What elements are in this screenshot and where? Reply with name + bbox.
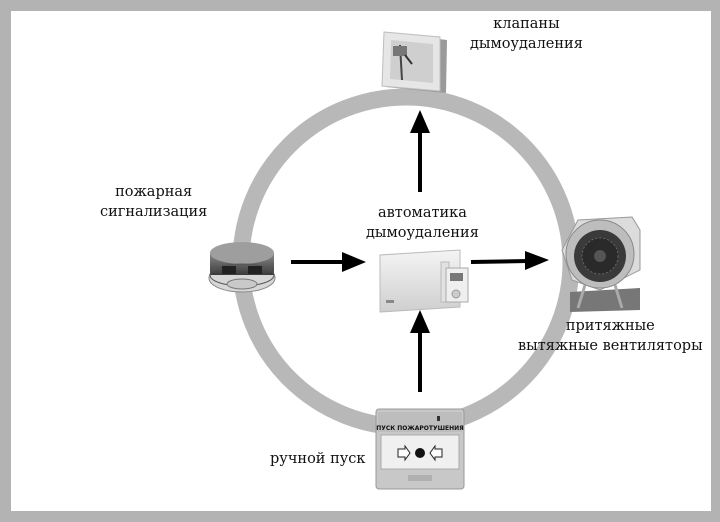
arrow-manual-to-automation <box>410 310 430 392</box>
smoke-detector-icon <box>208 242 276 293</box>
label-fans-line1: притяжные <box>565 318 655 334</box>
label-automation-line1: автоматика <box>377 205 467 221</box>
smoke-valve-icon <box>381 31 447 93</box>
label-manual-start-line1: ручной пуск <box>270 451 366 467</box>
label-valves: клапаны дымоудаления <box>470 14 583 54</box>
label-automation-line2: дымоудаления <box>366 225 479 241</box>
label-automation: автоматика дымоудаления <box>366 203 479 243</box>
label-fire-alarm-line1: пожарная <box>115 184 193 200</box>
manual-call-point-icon: ПУСК ПОЖАРОТУШЕНИЯ <box>375 408 465 490</box>
label-fans: притяжные вытяжные вентиляторы <box>518 316 703 356</box>
arrow-automation-to-fans <box>470 251 549 270</box>
centrifugal-fan-icon <box>561 216 641 312</box>
arrow-automation-to-valves <box>410 110 430 192</box>
call-point-text: ПУСК ПОЖАРОТУШЕНИЯ <box>376 425 464 432</box>
label-valves-line1: клапаны <box>493 16 560 32</box>
label-fans-line2: вытяжные вентиляторы <box>518 338 703 354</box>
arrow-alarm-to-automation <box>291 252 366 272</box>
label-manual-start: ручной пуск <box>270 449 365 469</box>
label-fire-alarm: пожарная сигнализация <box>100 182 207 222</box>
label-valves-line2: дымоудаления <box>470 36 583 52</box>
label-fire-alarm-line2: сигнализация <box>100 204 208 220</box>
control-panel-icon <box>379 249 469 313</box>
